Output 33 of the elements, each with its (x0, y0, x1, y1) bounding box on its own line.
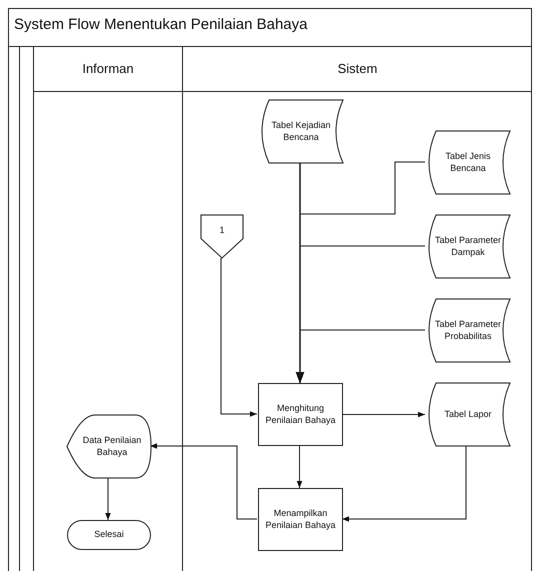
process-box (258, 383, 343, 446)
off-page-connector (201, 215, 243, 258)
node-label: Menghitung Penilaian Bahaya (264, 403, 337, 426)
node-label: Menampilkan Penilaian Bahaya (264, 508, 337, 531)
stored-data-shape (426, 299, 510, 362)
arrow (342, 446, 466, 522)
node-label: Tabel Kejadian Bencana (270, 120, 332, 143)
lane-header: Informan (34, 46, 182, 92)
lane-header: Sistem (183, 46, 532, 92)
terminator-shape (67, 520, 151, 550)
stored-data-shape (426, 215, 510, 278)
process-box (258, 488, 343, 551)
node-label: Selesai (93, 529, 125, 541)
node-label: Tabel Lapor (443, 408, 493, 420)
stored-data-shape (426, 131, 510, 194)
node-label: Data Penilaian Bahaya (82, 435, 142, 458)
node-label: 1 (219, 224, 224, 237)
arrow (342, 412, 426, 418)
arrow (150, 443, 258, 520)
display-shape (67, 415, 151, 478)
stored-data-shape (426, 383, 510, 446)
arrow (105, 478, 111, 520)
diagram-title: System Flow Menentukan Penilaian Bahaya (14, 16, 308, 33)
node-label: Tabel Parameter Probabilitas (434, 319, 502, 342)
arrow (297, 330, 426, 384)
node-label: Tabel Parameter Dampak (434, 235, 502, 258)
arrow (296, 446, 302, 488)
swimlane (33, 46, 182, 571)
arrow (296, 163, 304, 383)
arrow (220, 258, 258, 417)
node-label: Tabel Jenis Bencana (444, 151, 492, 174)
stored-data-shape (259, 100, 343, 163)
swimlane (182, 46, 532, 571)
